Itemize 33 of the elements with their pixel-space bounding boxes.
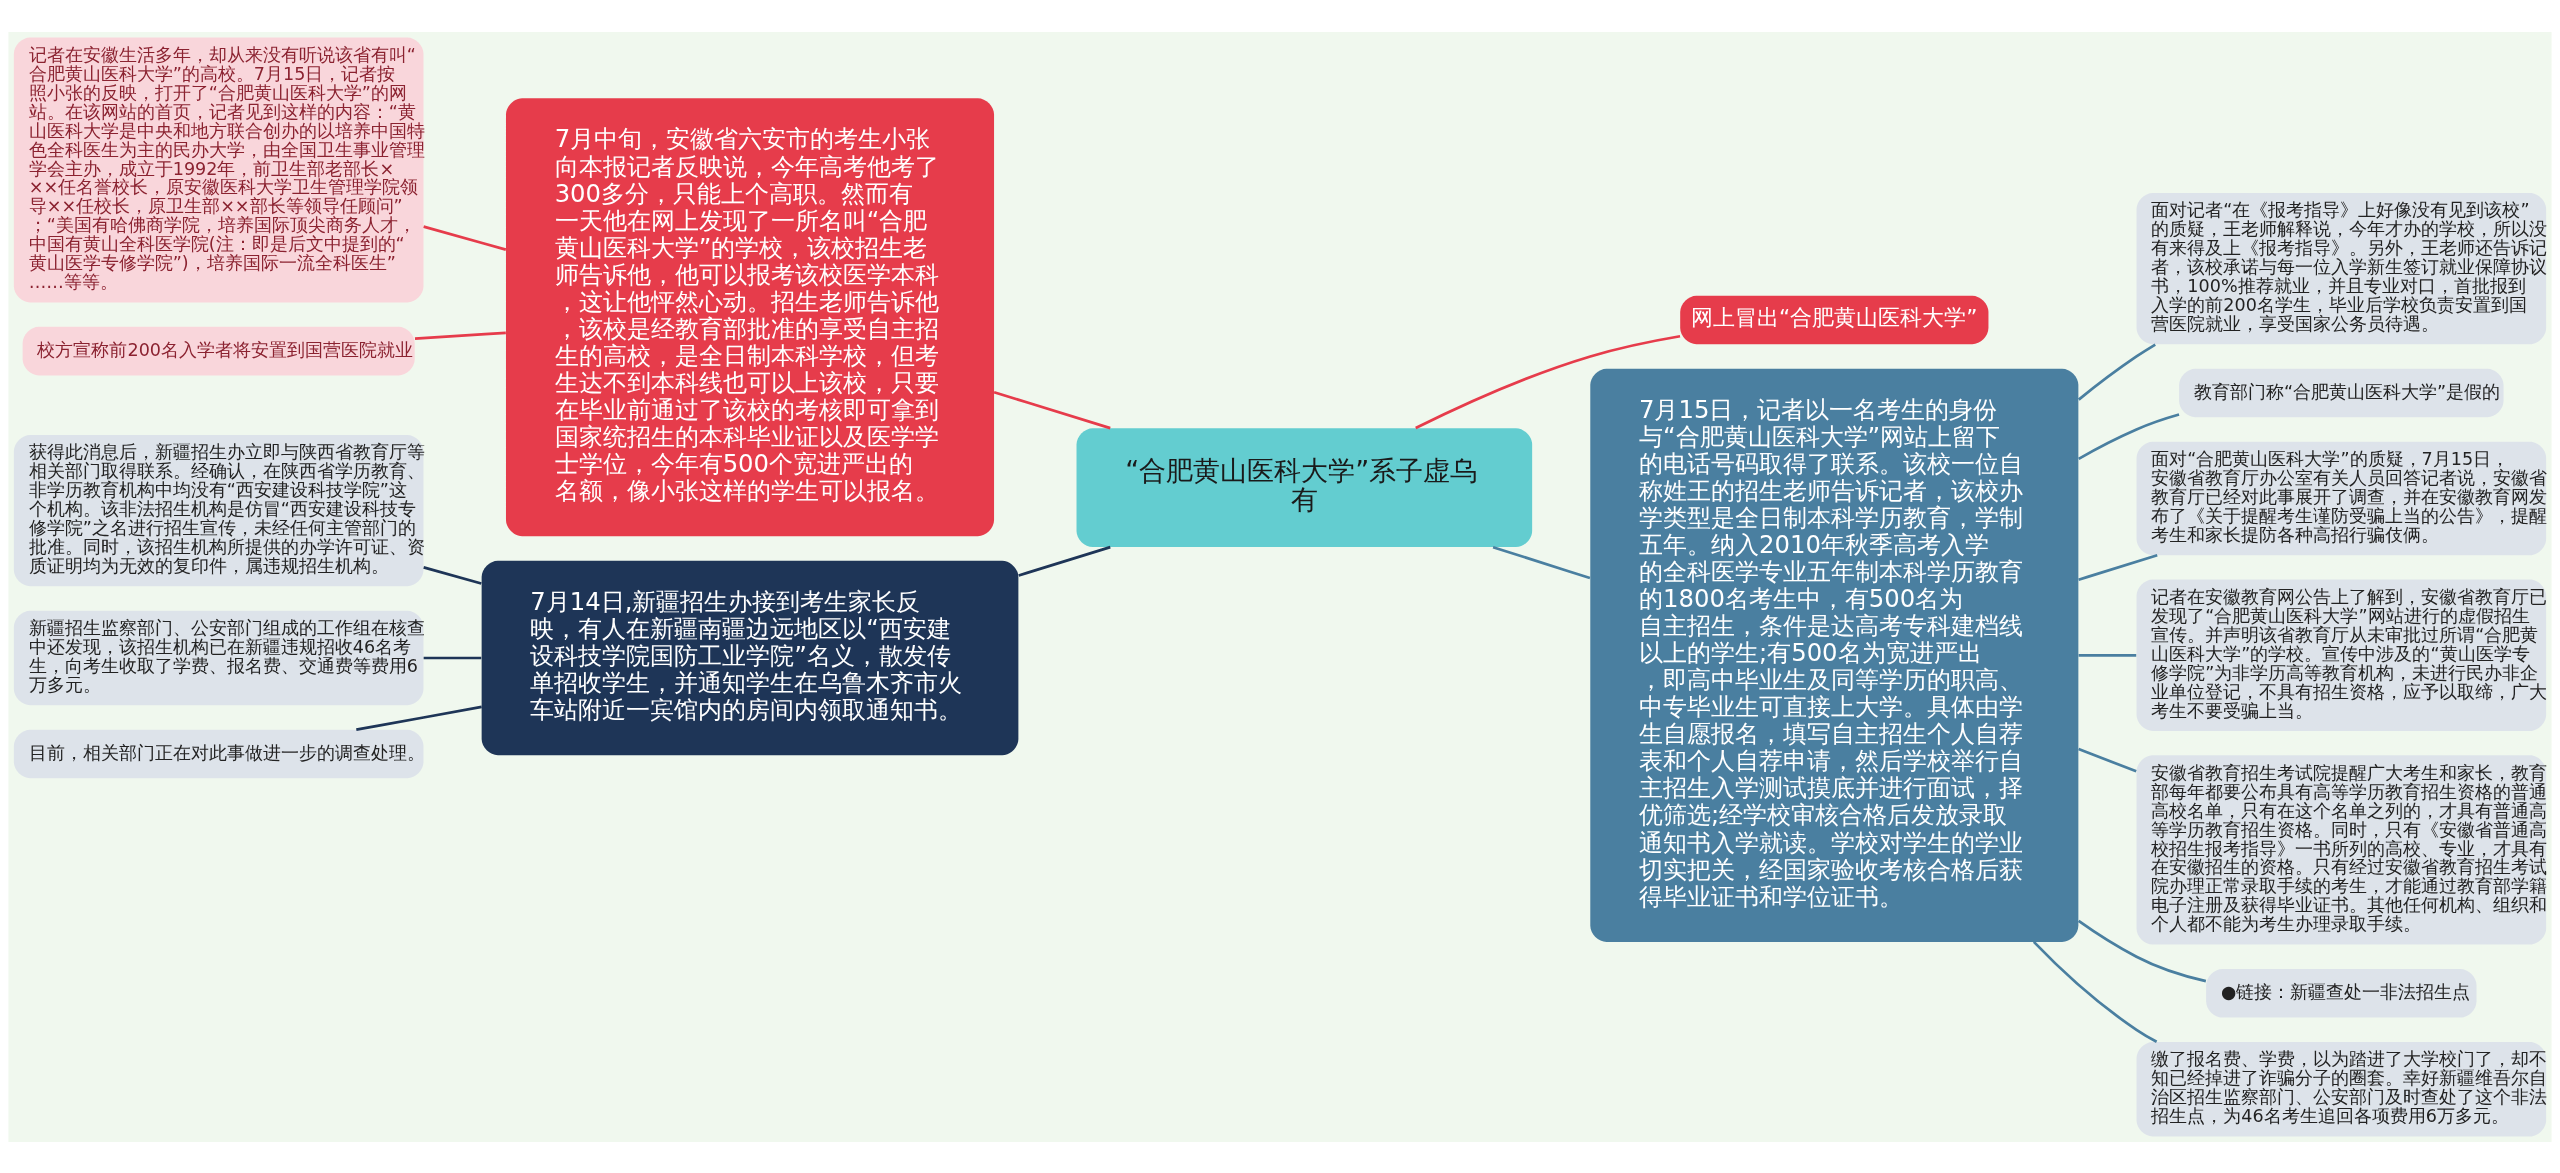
connector (423, 565, 482, 585)
node-box: 缴了报名费、学费，以为踏进了大学校门了，却不知已经掉进了诈骗分子的圈套。幸好新疆维吾尔自治区招生监察部门、公安部门及时查处了这个非法招生点，为46名考生追回各项费用6万多元。 (2136, 1041, 2547, 1137)
connector (1492, 545, 1591, 579)
connector (1415, 334, 1681, 429)
node-box: 7月中旬，安徽省六安市的考生小张向本报记者反映说，今年高考他考了300多分，只能上个高职。然而有一天他在网上发现了一所名叫“合肥黄山医科大学”的学校，该校招生老师告诉他，他可以报考该校医学本科，这让他怦然心动。招生老师告诉他，该校是经教育部批准的享受自主招生的高校，是全日制本科学校，但考生达不到本科线也可以上该校，只要在毕业前通过了该校的考核即可拿到国家统招生的本科毕业证以及医学学士学位，今年有500个宽进严出的名额，像小张这样的学生可以报名。 (505, 97, 995, 536)
node-box: ●链接：新疆查处一非法招生点 (2206, 968, 2477, 1018)
node-box: 校方宣称前200名入学者将安置到国营医院就业 (22, 326, 415, 375)
node-box: 记者在安徽教育网公告上了解到，安徽省教育厅已发现了“合肥黄山医科大学”网站进行的虚假招生宣传。并声明该省教育厅从未审批过所谓“合肥黄山医科大学”的学校。宣传中涉及的“黄山医学专修学院”为非学历高等教育机构，未进行民办非企业单位登记，不具有招生资格，应予以取缔，广大考生不要受骗上当。 (2136, 579, 2547, 731)
connector (2078, 747, 2137, 773)
connector (356, 705, 482, 731)
connector (2032, 940, 2158, 1043)
connector (2077, 342, 2156, 401)
node-box: 教育部门称“合肥黄山医科大学”是假的 (2179, 368, 2504, 417)
connector (423, 656, 482, 659)
node-box: “合肥黄山医科大学”系子虚乌有 (1076, 427, 1533, 547)
node-box: 网上冒出“合肥黄山医科大学” (1680, 295, 1989, 344)
node-box: 新疆招生监察部门、公安部门组成的工作组在核查中还发现，该招生机构已在新疆违规招收46名考生，向考生收取了学费、报名费、交通费等费用6万多元。 (13, 610, 424, 705)
node-box: 目前，相关部门正在对此事做进一步的调查处理。 (13, 729, 424, 778)
connector (423, 224, 507, 251)
connector (1018, 545, 1111, 577)
connector (2078, 553, 2158, 581)
connector (2077, 919, 2207, 982)
connector (993, 390, 1111, 429)
connector (2078, 653, 2137, 657)
node-box: 面对记者“在《报考指导》上好像没有见到该校”的质疑，王老师解释说，今年才办的学校，所以没有来得及上《报考指导》。另外，王老师还告诉记者，该校承诺与每一位入学新生签订就业保障协议书，100%推荐就业，并且专业对口，首批报到入学的前200名学生，毕业后学校负责安置到国营医院就业，享受国家公务员待遇。 (2136, 192, 2547, 344)
node-box: 记者在安徽生活多年，却从来没有听说该省有叫“合肥黄山医科大学”的高校。7月15日，记者按照小张的反映，打开了“合肥黄山医科大学”的网站。在该网站的首页，记者见到这样的内容：“黄山医科大学是中央和地方联合创办的以培养中国特色全科医生为主的民办大学，由全国卫生事业管理学会主办，成立于1992年，前卫生部老部长×××任名誉校长，原安徽医科大学卫生管理学院领导××任校长，原卫生部××部长等领导任顾问”；“美国有哈佛商学院，培养国际顶尖商务人才，中国有黄山全科医学院(注：即是后文中提到的“黄山医学专修学院”)，培养国际一流全科医生”……等等。 (13, 36, 424, 302)
node-box: 面对“合肥黄山医科大学”的质疑，7月15日，安徽省教育厅办公室有关人员回答记者说，安徽省教育厅已经对此事展开了调查，并在安徽教育网发布了《关于提醒考生谨防受骗上当的公告》，提醒考生和家长提防各种高招行骗伎俩。 (2136, 441, 2547, 555)
connector (2078, 412, 2180, 460)
connector (414, 330, 506, 340)
node-box: 安徽省教育招生考试院提醒广大考生和家长，教育部每年都要公布具有高等学历教育招生资格的普通高校名单，只有在这个名单之列的，才具有普通高等学历教育招生资格。同时，只有《安徽省普通高校招生报考指导》一书所列的高校、专业，才具有在安徽招生的资格。只有经过安徽省教育招生考试院办理正常录取手续的考生，才能通过教育部学籍电子注册及获得毕业证书。其他任何机构、组织和个人都不能为考生办理录取手续。 (2136, 754, 2547, 945)
node-box: 7月15日，记者以一名考生的身份与“合肥黄山医科大学”网站上留下的电话号码取得了联系。该校一位自称姓王的招生老师告诉记者，该校办学类型是全日制本科学历教育，学制五年。纳入2010年秋季高考入学的全科医学专业五年制本科学历教育的1800名考生中，有500名为自主招生，条件是达高考专科建档线以上的学生;有500名为宽进严出，即高中毕业生及同等学历的职高、中专毕业生可直接上大学。具体由学生自愿报名，填写自主招生个人自荐表和个人自荐申请，然后学校举行自主招生入学测试摸底并进行面试，择优筛选;经学校审核合格后发放录取通知书入学就读。学校对学生的学业切实把关，经国家验收考核合格后获得毕业证书和学位证书。 (1590, 368, 2079, 942)
node-box: 7月14日,新疆招生办接到考生家长反映，有人在新疆南疆边远地区以“西安建设科技学院国防工业学院”名义，散发传单招收学生，并通知学生在乌鲁木齐市火车站附近一宾馆内的房间内领取通知书。 (481, 560, 1019, 755)
node-box: 获得此消息后，新疆招生办立即与陕西省教育厅等相关部门取得联系。经确认，在陕西省学历教育、非学历教育机构中均没有“西安建设科技学院”这个机构。该非法招生机构是仿冒“西安建设科技专修学院”之名进行招生宣传，未经任何主管部门的批准。同时，该招生机构所提供的办学许可证、资质证明均为无效的复印件，属违规招生机构。 (13, 434, 424, 586)
